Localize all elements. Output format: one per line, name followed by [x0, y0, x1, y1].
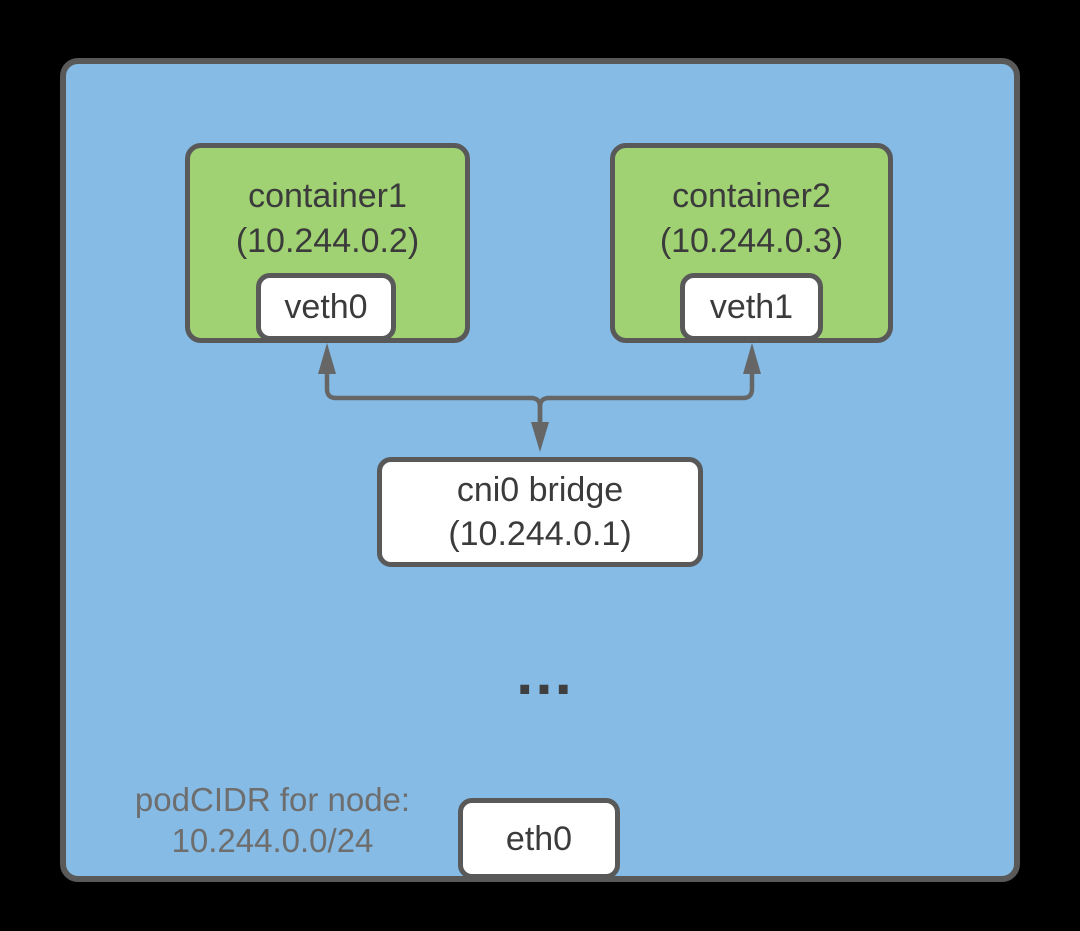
podcidr-annotation: podCIDR for node: 10.244.0.0/24 [75, 779, 470, 861]
veth0-box: veth0 [256, 273, 396, 341]
eth0-label: eth0 [505, 819, 573, 858]
bridge-ip: (10.244.0.1) [448, 515, 632, 553]
podcidr-label: podCIDR for node: [134, 781, 411, 818]
container1-name: container1 [248, 177, 407, 215]
container2-ip: (10.244.0.3) [659, 222, 844, 260]
cni0-bridge-box: cni0 bridge (10.244.0.1) [377, 457, 703, 567]
container2-name: container2 [672, 177, 831, 215]
bridge-name: cni0 bridge [456, 471, 624, 509]
ellipsis: ... [516, 639, 574, 708]
podcidr-value: 10.244.0.0/24 [171, 822, 374, 859]
veth1-box: veth1 [680, 273, 823, 341]
eth0-box: eth0 [458, 798, 620, 879]
veth1-label: veth1 [709, 288, 794, 326]
veth0-label: veth0 [284, 288, 368, 326]
container1-ip: (10.244.0.2) [235, 222, 420, 260]
